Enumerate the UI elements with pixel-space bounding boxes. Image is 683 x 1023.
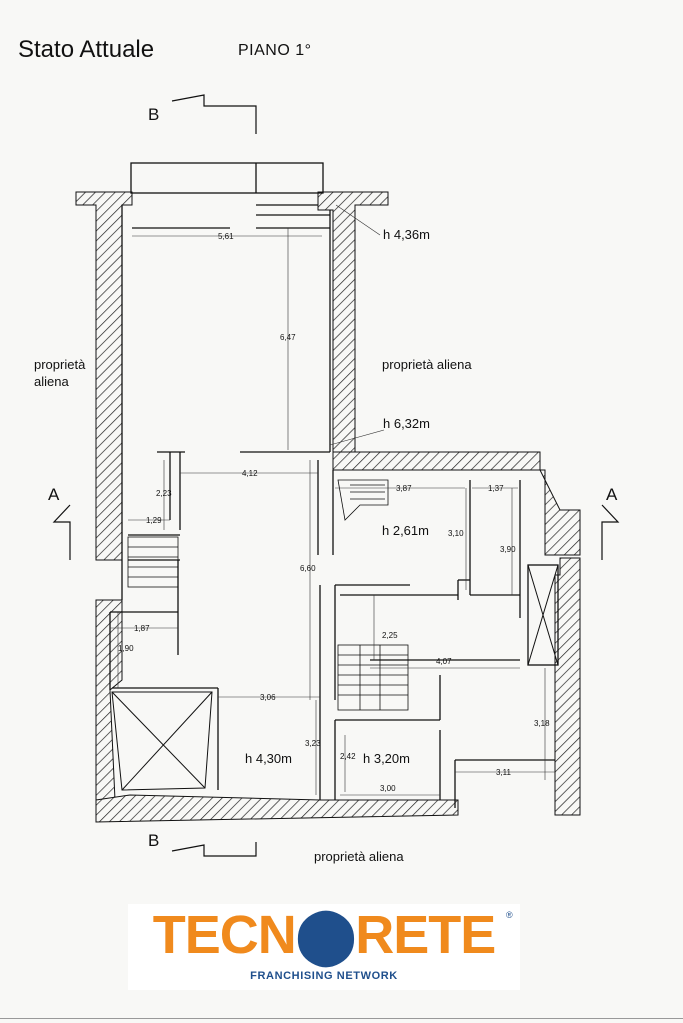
stairs — [127, 479, 409, 711]
dim-190: 1,90 — [118, 644, 134, 653]
dimension-lines — [110, 228, 555, 796]
label-bottom-property: proprietà aliena — [314, 849, 404, 864]
dim-561: 5,61 — [218, 232, 234, 241]
logo-tagline: FRANCHISING NETWORK — [250, 970, 398, 982]
dim-137: 1,37 — [488, 484, 504, 493]
label-left-property: proprietà aliena — [34, 357, 86, 389]
height-3-20: h 3,20m — [363, 751, 410, 766]
height-leaders — [329, 204, 385, 446]
section-a-right: A — [606, 485, 618, 504]
label-right-property: proprietà aliena — [382, 357, 472, 372]
dim-187: 1,87 — [134, 624, 150, 633]
dim-647: 6,47 — [280, 333, 296, 342]
dim-660: 6,60 — [300, 564, 316, 573]
floor-plan: B B A A 5,61 6,47 4,12 2,23 1,29 3,87 1,… — [48, 94, 620, 857]
logo-text-right: RETE — [355, 905, 496, 965]
shafts — [111, 564, 559, 791]
dim-318: 3,18 — [534, 719, 550, 728]
page-title: Stato Attuale — [18, 36, 155, 63]
height-4-36: h 4,36m — [383, 227, 430, 242]
dim-323: 3,23 — [305, 739, 321, 748]
logo-o-icon: ⬤ — [295, 905, 356, 965]
height-6-32: h 6,32m — [383, 416, 430, 431]
dim-310: 3,10 — [448, 529, 464, 538]
dim-300: 3,00 — [380, 784, 396, 793]
dim-306: 3,06 — [260, 693, 276, 702]
dim-390: 3,90 — [500, 545, 516, 554]
section-b-bottom: B — [148, 831, 159, 850]
height-2-61: h 2,61m — [382, 523, 429, 538]
section-markers — [52, 94, 620, 857]
dim-387: 3,87 — [396, 484, 412, 493]
page-divider — [0, 1018, 683, 1019]
dim-225: 2,25 — [382, 631, 398, 640]
interior-walls — [109, 162, 559, 808]
dimension-labels: 5,61 6,47 4,12 2,23 1,29 3,87 1,37 3,10 … — [118, 232, 550, 793]
dim-129: 1,29 — [146, 516, 162, 525]
logo-text-left: TECN — [152, 905, 297, 965]
floor-label: PIANO 1° — [238, 42, 312, 59]
dim-242: 2,42 — [340, 752, 356, 761]
boundary-walls — [75, 191, 581, 823]
section-a-left: A — [48, 485, 60, 504]
dim-223: 2,23 — [156, 489, 172, 498]
registered-mark: ® — [506, 910, 513, 920]
height-4-30: h 4,30m — [245, 751, 292, 766]
section-b-top: B — [148, 105, 159, 124]
tecnorete-logo: TECN⬤RETE ® FRANCHISING NETWORK — [128, 904, 520, 990]
dim-412: 4,12 — [242, 469, 258, 478]
dim-407: 4,07 — [436, 657, 452, 666]
dim-311: 3,11 — [496, 768, 512, 777]
